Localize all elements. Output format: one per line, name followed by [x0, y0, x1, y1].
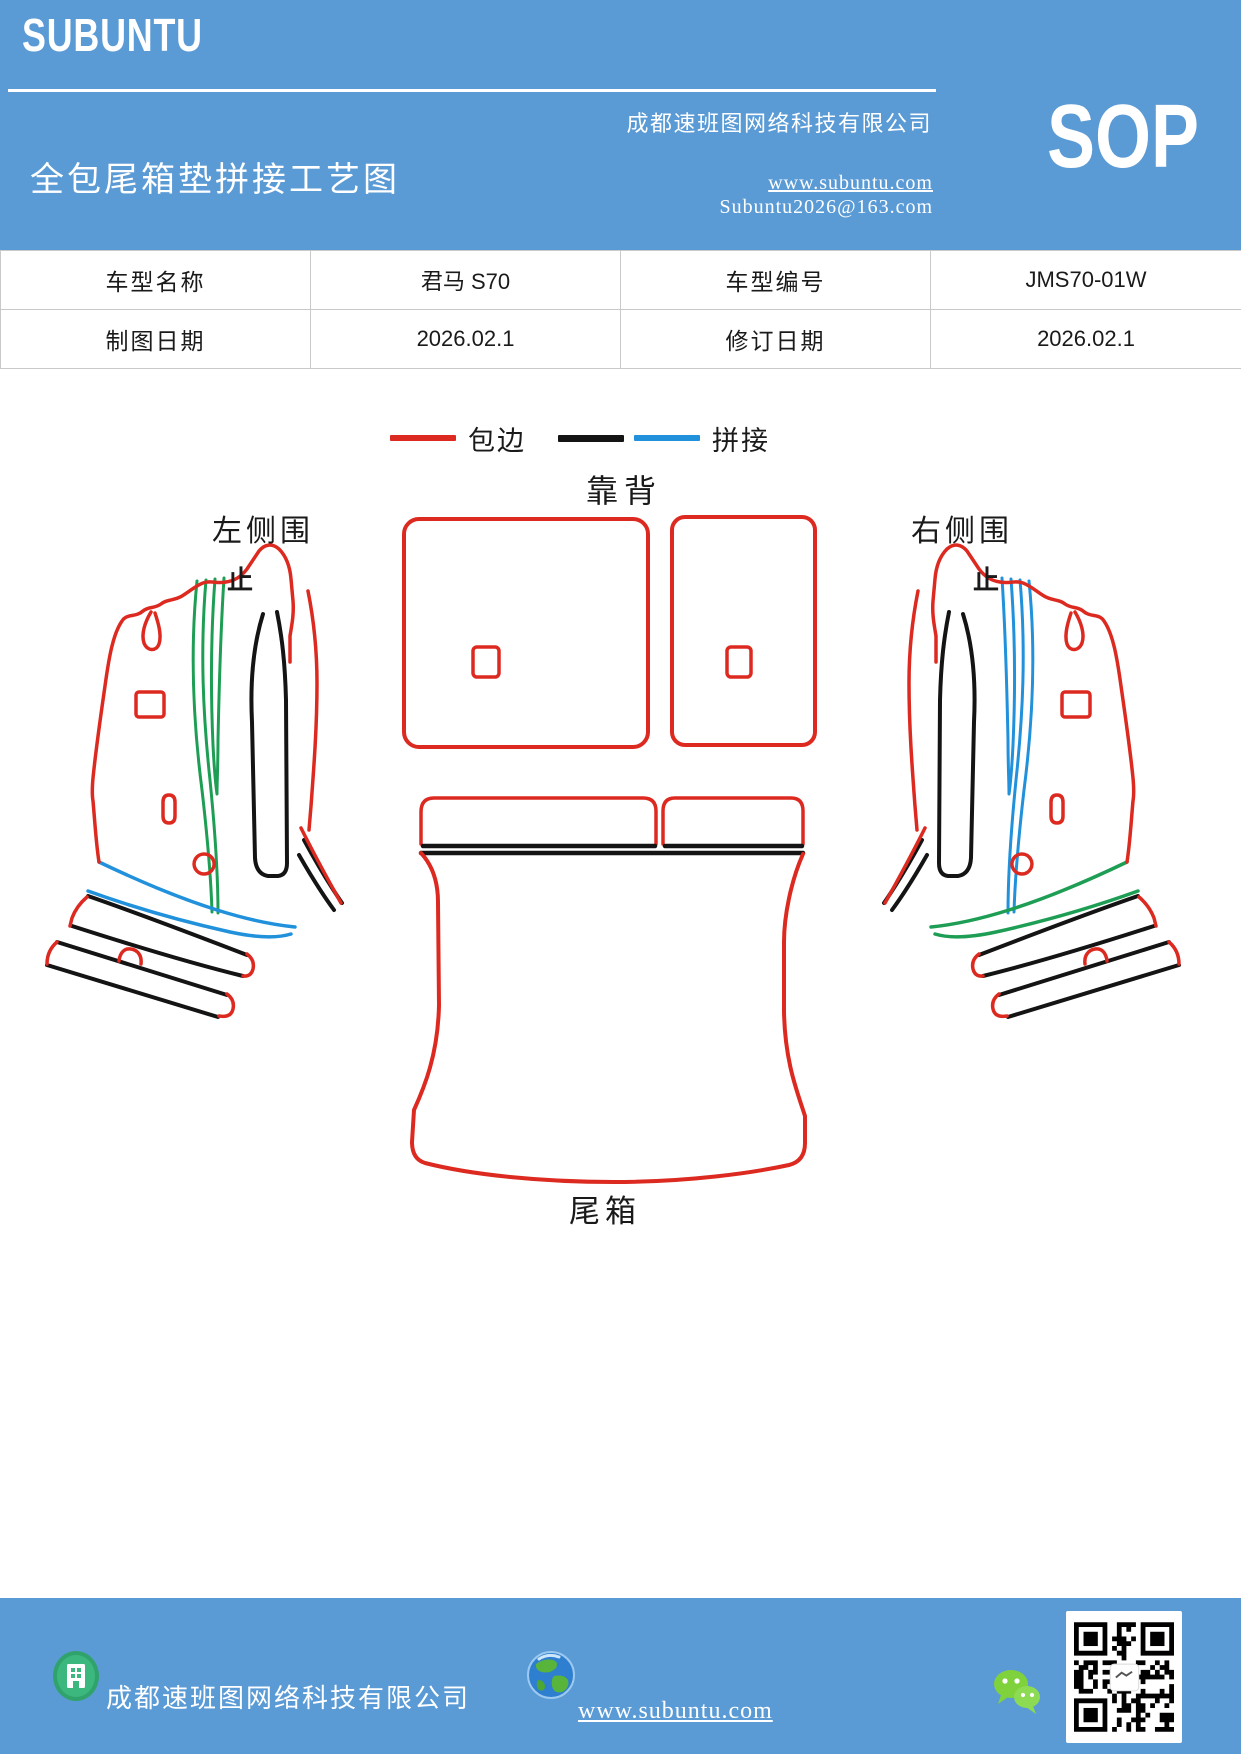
qr-pattern-svg	[1074, 1622, 1174, 1732]
right-panel-shape	[882, 543, 1181, 1019]
legend-edge-label: 包边	[468, 425, 526, 456]
legend: 包边 拼接	[390, 420, 770, 456]
footer-company-name: 成都速班图网络科技有限公司	[106, 1684, 471, 1713]
table-value-draw-date: 2026.02.1	[311, 310, 620, 368]
backrest-right-hole	[725, 645, 753, 679]
vehicle-info-table: 车型名称 君马 S70 车型编号 JMS70-01W 制图日期 2026.02.…	[0, 250, 1241, 369]
header-email: Subuntu2026@163.com	[719, 196, 933, 218]
header-website-link[interactable]: www.subuntu.com	[768, 172, 933, 194]
legend-stitch-blue-swatch	[634, 435, 700, 441]
left-panel-label: 左侧围	[212, 515, 314, 548]
building-icon	[53, 1651, 99, 1701]
trunk-outline	[410, 851, 807, 1184]
right-panel-label: 右侧围	[911, 515, 1013, 548]
table-label-revise-date: 修订日期	[621, 310, 930, 368]
legend-edge-swatch	[390, 435, 456, 441]
sop-badge: SOP	[1046, 87, 1199, 187]
trunk-label: 尾箱	[569, 1194, 641, 1229]
trunk-top-strips	[419, 796, 805, 849]
table-value-model-code: JMS70-01W	[931, 251, 1241, 309]
left-panel-red-outline	[45, 543, 343, 1019]
table-value-revise-date: 2026.02.1	[931, 310, 1241, 368]
qr-code	[1066, 1611, 1182, 1743]
wechat-icon	[994, 1670, 1040, 1714]
backrest-label: 靠背	[585, 473, 662, 509]
legend-stitch-black-swatch	[558, 434, 624, 442]
table-label-model-code: 车型编号	[621, 251, 930, 309]
table-label-model-name: 车型名称	[1, 251, 310, 309]
legend-stitch-label: 拼接	[712, 425, 770, 456]
footer-website-link[interactable]: www.subuntu.com	[578, 1698, 773, 1724]
left-panel-blue-seams	[86, 860, 297, 939]
table-value-model-name: 君马 S70	[311, 251, 620, 309]
header-divider	[8, 89, 936, 92]
header-company-name: 成都速班图网络科技有限公司	[626, 111, 932, 136]
right-panel-blue-seams	[1000, 576, 1035, 915]
right-panel-red-outline	[883, 543, 1181, 1019]
header-banner: SUBUNTU 全包尾箱垫拼接工艺图 成都速班图网络科技有限公司 www.sub…	[0, 0, 1241, 250]
right-panel-green-seams	[929, 860, 1140, 939]
page-title: 全包尾箱垫拼接工艺图	[30, 162, 400, 199]
trunk-piece	[410, 850, 807, 1184]
left-panel-shape	[45, 543, 344, 1019]
backrest-left-hole	[471, 645, 501, 679]
backrest-right-piece	[670, 515, 817, 747]
globe-icon	[527, 1651, 575, 1699]
table-label-draw-date: 制图日期	[1, 310, 310, 368]
stop-mark-right: 止	[972, 566, 999, 595]
footer-banner: 成都速班图网络科技有限公司 www.subuntu.com	[0, 1598, 1241, 1754]
left-panel-green-seams	[191, 576, 226, 915]
backrest-left-piece	[402, 517, 650, 749]
company-logo: SUBUNTU	[22, 9, 203, 61]
stop-mark-left: 止	[226, 566, 253, 595]
